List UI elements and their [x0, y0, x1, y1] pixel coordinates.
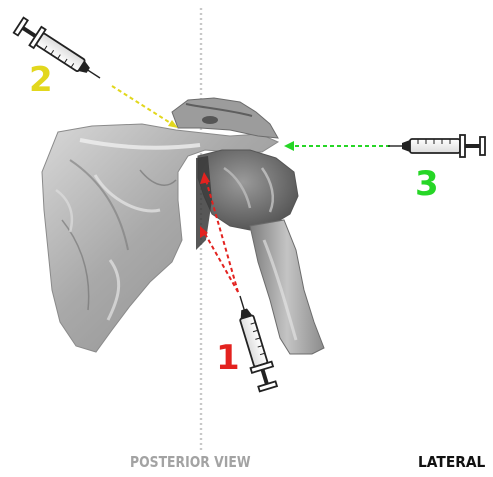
syringe-icon	[13, 16, 106, 87]
syringe-icon	[388, 135, 485, 157]
injection-label-2: 2	[29, 60, 53, 100]
humerus-shaft	[250, 220, 324, 354]
injection-label-1: 1	[216, 338, 240, 378]
side-caption: LATERAL	[418, 453, 485, 471]
injection-path-2	[112, 86, 172, 124]
humeral-head	[198, 150, 298, 230]
injection-label-3: 3	[415, 164, 439, 204]
injection-path-1b	[204, 232, 238, 292]
view-caption: POSTERIOR VIEW	[130, 453, 251, 471]
